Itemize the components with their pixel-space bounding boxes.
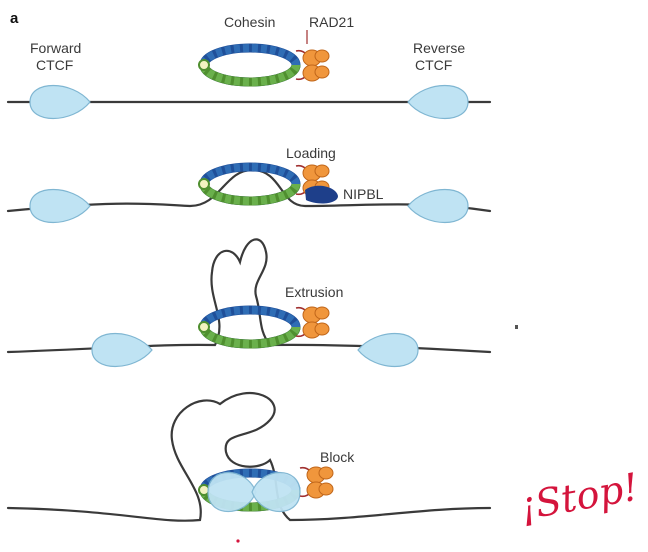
row-4-block: Block <box>6 392 492 543</box>
red-dot <box>236 539 240 543</box>
row-2-loading: Loading NIPBL <box>6 145 492 224</box>
cohesin-ring-row2 <box>199 167 296 201</box>
panel-letter: a <box>10 10 19 27</box>
forward-ctcf-label-line2: CTCF <box>36 57 73 73</box>
forward-ctcf-row1 <box>29 84 91 120</box>
rad21-row4 <box>299 466 334 499</box>
reverse-ctcf-row4 <box>251 471 301 513</box>
reverse-ctcf-row1 <box>407 84 469 120</box>
row-1-cohesin: Cohesin RAD21 Forward CTCF Reverse CTCF <box>6 14 492 120</box>
block-label: Block <box>320 449 355 465</box>
forward-ctcf-row2 <box>29 188 91 224</box>
forward-ctcf-label-line1: Forward <box>30 40 81 56</box>
reverse-ctcf-row3 <box>357 332 419 368</box>
reverse-ctcf-label-line1: Reverse <box>413 40 465 56</box>
reverse-ctcf-row2 <box>407 188 469 224</box>
nipbl-protein <box>305 185 338 204</box>
loading-label: Loading <box>286 145 336 161</box>
rad21-label: RAD21 <box>309 14 354 30</box>
forward-ctcf-row3 <box>91 332 153 368</box>
extrusion-label: Extrusion <box>285 284 343 300</box>
rad21-row3 <box>295 306 330 339</box>
handwritten-stop-text: ¡Stop! <box>517 465 642 529</box>
rad21-row1 <box>295 49 330 82</box>
cohesin-label: Cohesin <box>224 14 275 30</box>
dna-strand-row4 <box>6 392 492 522</box>
reverse-ctcf-label-line2: CTCF <box>415 57 452 73</box>
cohesin-ring-row1 <box>199 48 296 82</box>
nipbl-label: NIPBL <box>343 186 384 202</box>
cohesin-ring-row3 <box>199 310 296 344</box>
handwritten-stop-annotation: ¡Stop! <box>517 465 642 529</box>
row-3-extrusion: Extrusion <box>6 238 518 368</box>
dna-strand-row3 <box>6 238 492 354</box>
stray-mark <box>515 325 518 329</box>
